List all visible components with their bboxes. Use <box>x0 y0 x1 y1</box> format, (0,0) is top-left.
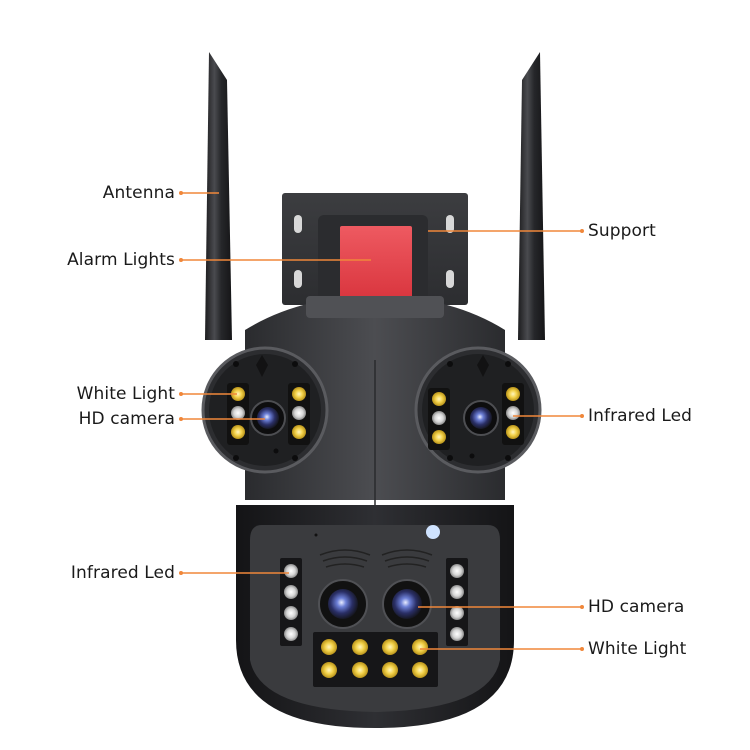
antenna-left <box>205 52 232 340</box>
label-antenna: Antenna <box>102 183 175 203</box>
label-alarm-lights: Alarm Lights <box>67 250 175 270</box>
leader-lines <box>179 191 584 651</box>
left-lens-head <box>201 346 329 474</box>
antenna-right <box>518 52 545 340</box>
right-lens-head <box>414 346 542 474</box>
label-support: Support <box>588 221 656 241</box>
label-infrared-led-top: Infrared Led <box>588 406 693 426</box>
label-hd-camera-top: HD camera <box>78 409 175 429</box>
label-infrared-led-bottom: Infrared Led <box>70 563 175 583</box>
label-hd-camera-bottom: HD camera <box>588 597 685 617</box>
lower-dome <box>236 505 514 728</box>
label-white-light-bottom: White Light <box>588 639 687 659</box>
label-white-light-top: White Light <box>76 384 175 404</box>
